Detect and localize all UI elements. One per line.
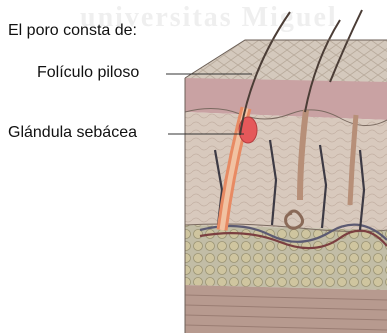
page-title: El poro consta de: (8, 22, 137, 40)
label-sebaceous-gland: Glándula sebácea (8, 124, 137, 142)
label-hair-follicle: Folículo piloso (37, 64, 139, 82)
